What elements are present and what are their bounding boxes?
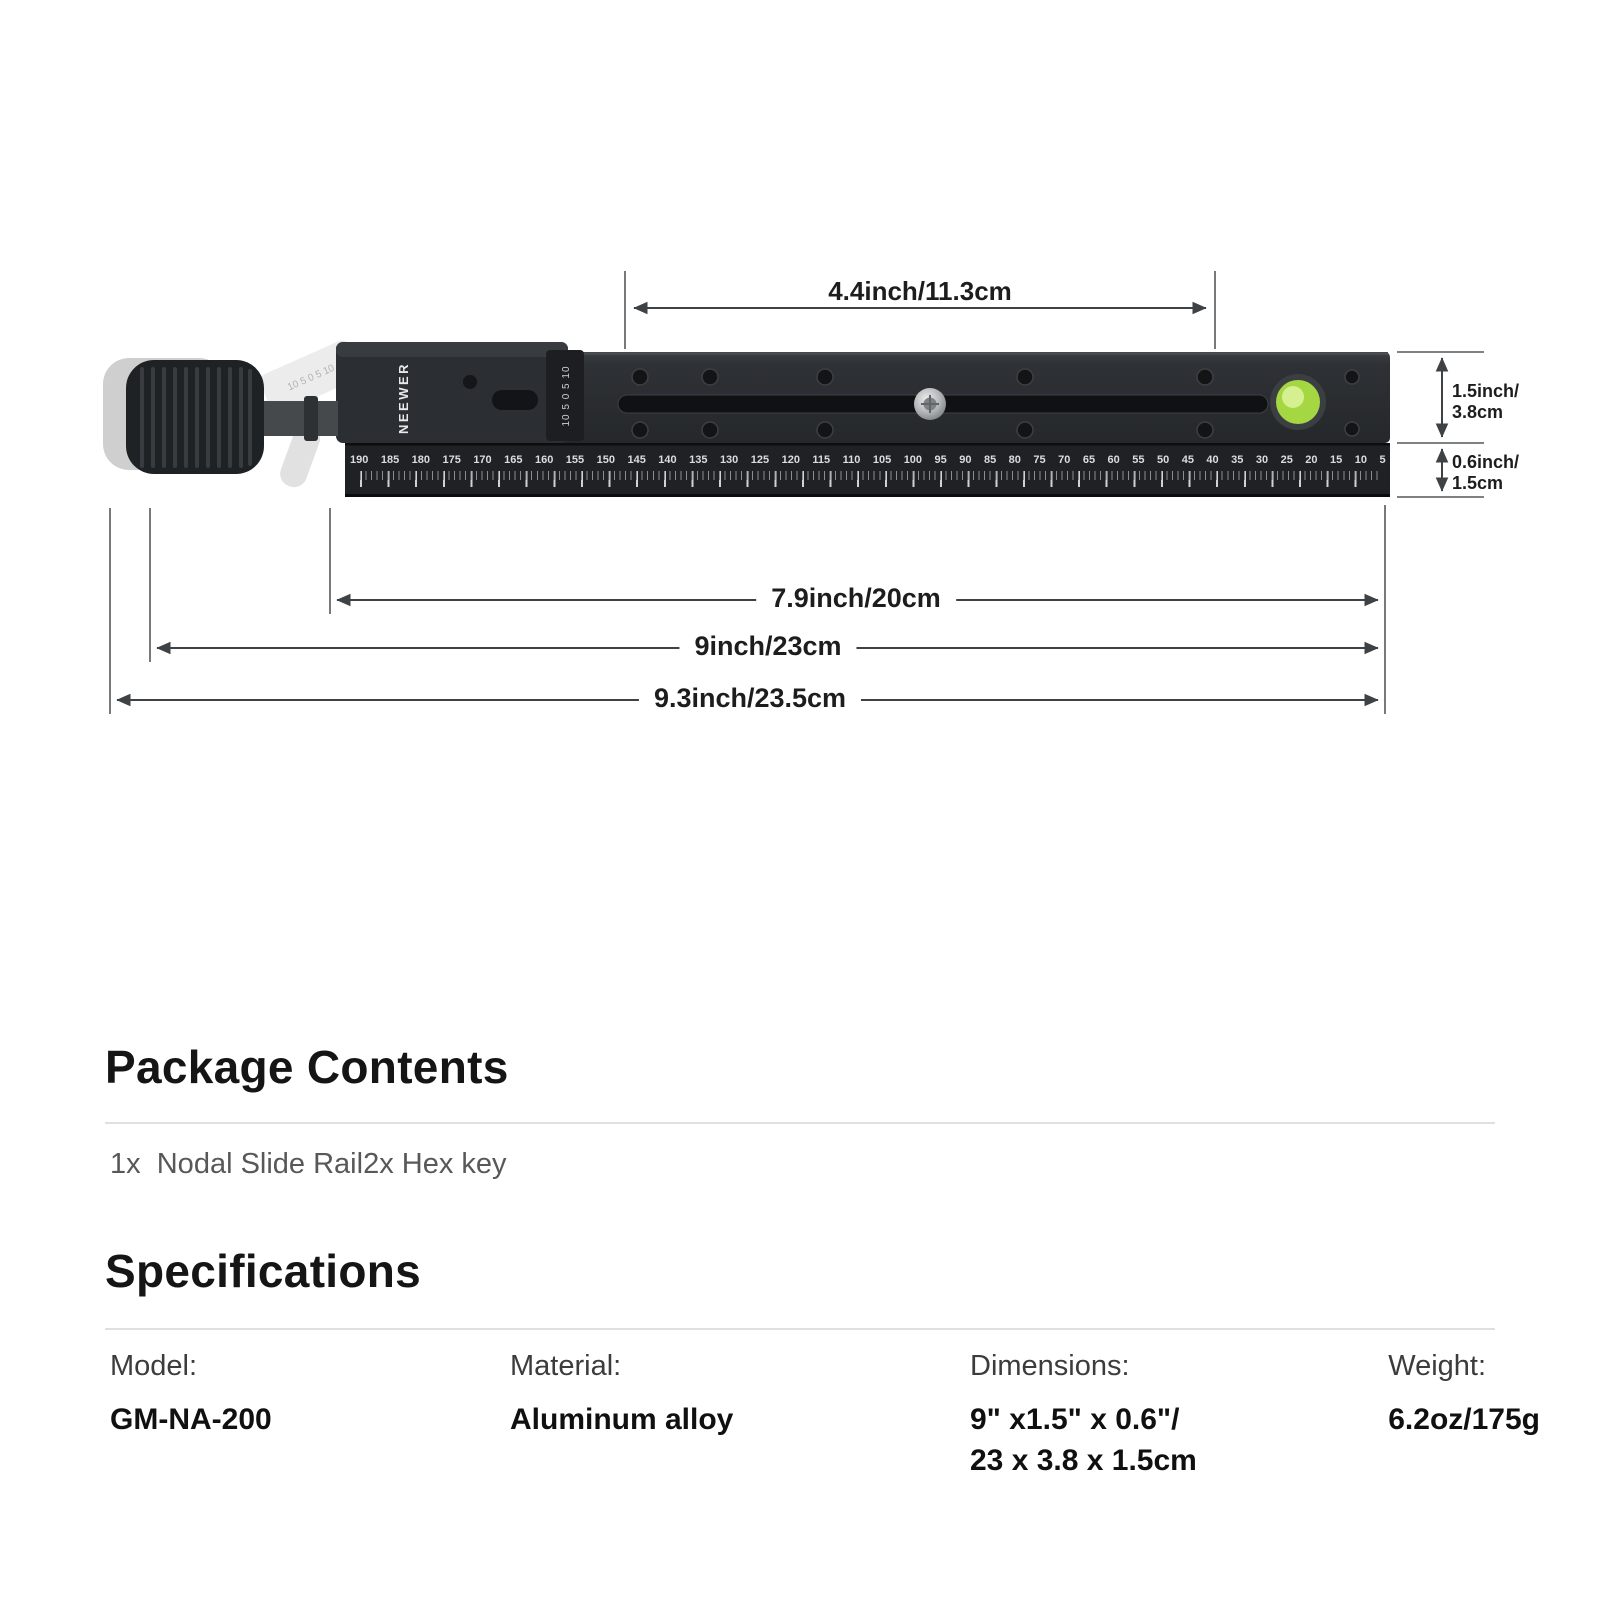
spec-column: Material: Aluminum alloy (510, 1350, 970, 1481)
spec-label: Dimensions: (970, 1350, 1130, 1382)
dim-label-total-length: 9.3inch/23.5cm (638, 683, 862, 714)
nodal-rail-illustration: 10 5 0 5 10 (103, 271, 1484, 714)
spec-column: Weight: 6.2oz/175g (1388, 1350, 1540, 1481)
ruler-number: 145 (627, 454, 646, 466)
ruler-number: 190 (350, 454, 369, 466)
ruler-number: 155 (565, 454, 585, 466)
ruler-number: 110 (842, 454, 861, 466)
spec-value: GM-NA-200 (110, 1403, 272, 1436)
spec-value: 6.2oz/175g (1388, 1403, 1540, 1436)
ruler-number: 20 (1305, 454, 1318, 466)
camera-screw (914, 388, 946, 420)
ruler-number: 25 (1280, 454, 1293, 466)
ruler-number: 40 (1206, 454, 1219, 466)
ghost-scale-plate: 10 5 0 5 10 (260, 340, 361, 413)
spec-column: Dimensions: 9" x1.5" x 0.6"/ 23 x 3.8 x … (970, 1350, 1388, 1481)
ruler-number: 70 (1058, 454, 1071, 466)
specifications-heading: Specifications (105, 1245, 422, 1297)
ruler-number: 55 (1132, 454, 1145, 466)
clamp-knob (126, 360, 338, 474)
spec-column: Model: GM-NA-200 (110, 1350, 510, 1481)
spec-value: 9" x1.5" x 0.6"/ (970, 1403, 1180, 1436)
ruler-number: 5 (1379, 454, 1386, 466)
ruler-number: 150 (596, 454, 615, 466)
brand-label: NEEWER (396, 362, 411, 434)
ruler-number: 160 (534, 454, 554, 466)
ruler-number: 80 (1008, 454, 1021, 466)
divider (105, 1328, 1495, 1330)
ruler-number: 185 (380, 454, 400, 466)
spec-label: Model: (110, 1350, 198, 1382)
dimension-extension-lines (109, 271, 1484, 714)
package-contents-heading: Package Contents (105, 1041, 509, 1093)
spec-label: Weight: (1388, 1350, 1487, 1382)
divider (105, 1122, 1495, 1124)
dim-height-line2: 3.8cm (1452, 402, 1504, 422)
dim-height-line1: 1.5inch/ (1452, 381, 1520, 401)
ruler-band (345, 443, 1390, 497)
ruler-number: 45 (1181, 454, 1194, 466)
ruler-number: 50 (1156, 454, 1170, 466)
ruler-number: 15 (1330, 454, 1343, 466)
dim-label-rail-length: 7.9inch/20cm (756, 583, 956, 614)
product-diagram: 10 5 0 5 10 (0, 0, 1600, 780)
dim-label-thickness: 0.6inch/ 1.5cm (1452, 452, 1519, 494)
spec-label: Material: (510, 1350, 622, 1382)
spec-value-line2: 23 x 3.8 x 1.5cm (970, 1444, 1197, 1477)
ruler-number: 115 (812, 454, 831, 466)
spec-columns: Model: GM-NA-200 Material: Aluminum allo… (110, 1350, 1540, 1481)
ruler-number: 135 (689, 454, 708, 466)
ruler-number: 130 (719, 454, 739, 466)
spec-value: Aluminum alloy (510, 1403, 734, 1436)
dim-label-body-length: 9inch/23cm (679, 631, 857, 662)
dim-label-height: 1.5inch/ 3.8cm (1452, 381, 1519, 423)
ruler-number: 35 (1231, 454, 1244, 466)
ruler-number: 180 (411, 454, 431, 466)
ruler-number: 60 (1107, 454, 1120, 466)
ruler-ticks-minor (360, 471, 1382, 480)
ruler-number: 75 (1033, 454, 1046, 466)
ruler-number: 165 (504, 454, 523, 466)
package-item: 2x Hex key (363, 1148, 507, 1180)
ruler-number: 140 (658, 454, 677, 466)
ruler-number: 175 (442, 454, 461, 466)
ruler-number: 105 (872, 454, 892, 466)
dim-thickness-line2: 1.5cm (1452, 473, 1504, 493)
ruler-number: 170 (473, 454, 492, 466)
ruler-number: 100 (903, 454, 923, 466)
package-item: 1x Nodal Slide Rail (110, 1148, 364, 1180)
dim-label-slot-length: 4.4inch/11.3cm (828, 276, 1012, 306)
clamp-block: 10 5 0 5 10 NEEWER (336, 342, 584, 443)
clamp-scale-label: 10 5 0 5 10 (561, 365, 572, 426)
bubble-level (1270, 374, 1326, 430)
dim-thickness-line1: 0.6inch/ (1452, 452, 1520, 472)
ruler-number: 95 (934, 454, 947, 466)
ruler-number: 125 (750, 454, 770, 466)
ruler-number: 120 (781, 454, 800, 466)
ruler-number: 85 (983, 454, 997, 466)
screw-holes (631, 368, 1360, 439)
ruler-number: 30 (1255, 454, 1269, 466)
ruler-number: 65 (1082, 454, 1096, 466)
ruler-number: 10 (1354, 454, 1367, 466)
ruler-number: 90 (959, 454, 972, 466)
